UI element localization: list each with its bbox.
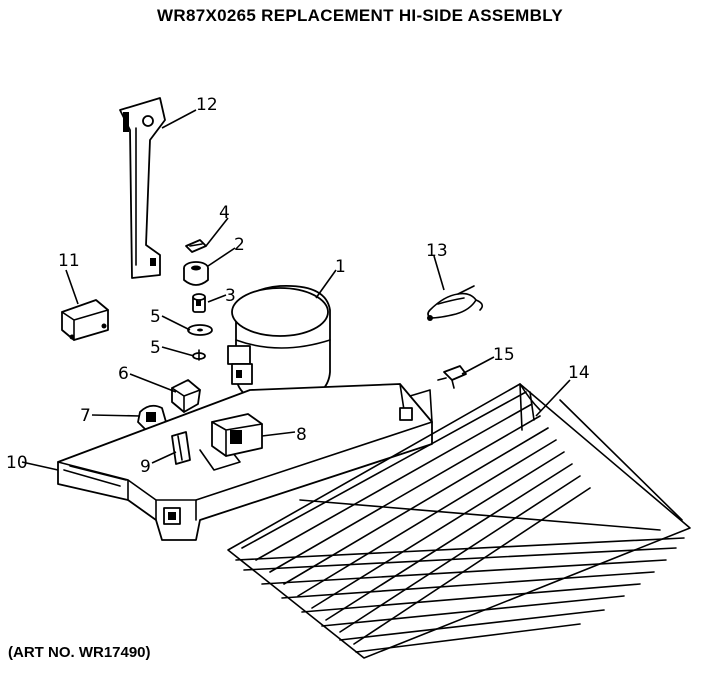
- callout-15: 15: [493, 345, 515, 365]
- part-condenser: [227, 383, 691, 659]
- callout-12: 12: [196, 95, 218, 115]
- callout-10: 10: [6, 453, 28, 473]
- art-number: (ART NO. WR17490): [8, 644, 151, 661]
- callout-7: 7: [80, 406, 91, 426]
- part-mounting-bracket: [119, 97, 166, 279]
- diagram-title: WR87X0265 REPLACEMENT HI-SIDE ASSEMBLY: [157, 6, 563, 25]
- callout-11: 11: [58, 251, 80, 271]
- part-cord: [427, 285, 484, 321]
- part-washer: [187, 324, 213, 336]
- callout-5b: 5: [150, 338, 161, 358]
- part-washer-small: [192, 349, 206, 361]
- callout-8: 8: [296, 425, 307, 445]
- callout-4: 4: [219, 203, 230, 223]
- callout-14: 14: [568, 363, 590, 383]
- part-clamp: [437, 365, 467, 389]
- callout-5a: 5: [150, 307, 161, 327]
- part-clip: [185, 239, 207, 253]
- callout-3: 3: [225, 286, 236, 306]
- part-grommet: [183, 261, 209, 286]
- callout-6: 6: [118, 364, 129, 384]
- part-capacitor: [61, 299, 109, 341]
- callout-1: 1: [335, 257, 346, 277]
- part-sleeve: [192, 293, 206, 313]
- callout-2: 2: [234, 235, 245, 255]
- callout-13: 13: [426, 241, 448, 261]
- part-overload: [211, 413, 263, 457]
- callout-9: 9: [140, 457, 151, 477]
- leader-lines: [21, 109, 571, 471]
- part-bracket: [171, 431, 191, 465]
- part-compressor: [227, 285, 331, 413]
- part-cover: [171, 379, 201, 413]
- part-base-tray: [57, 383, 433, 541]
